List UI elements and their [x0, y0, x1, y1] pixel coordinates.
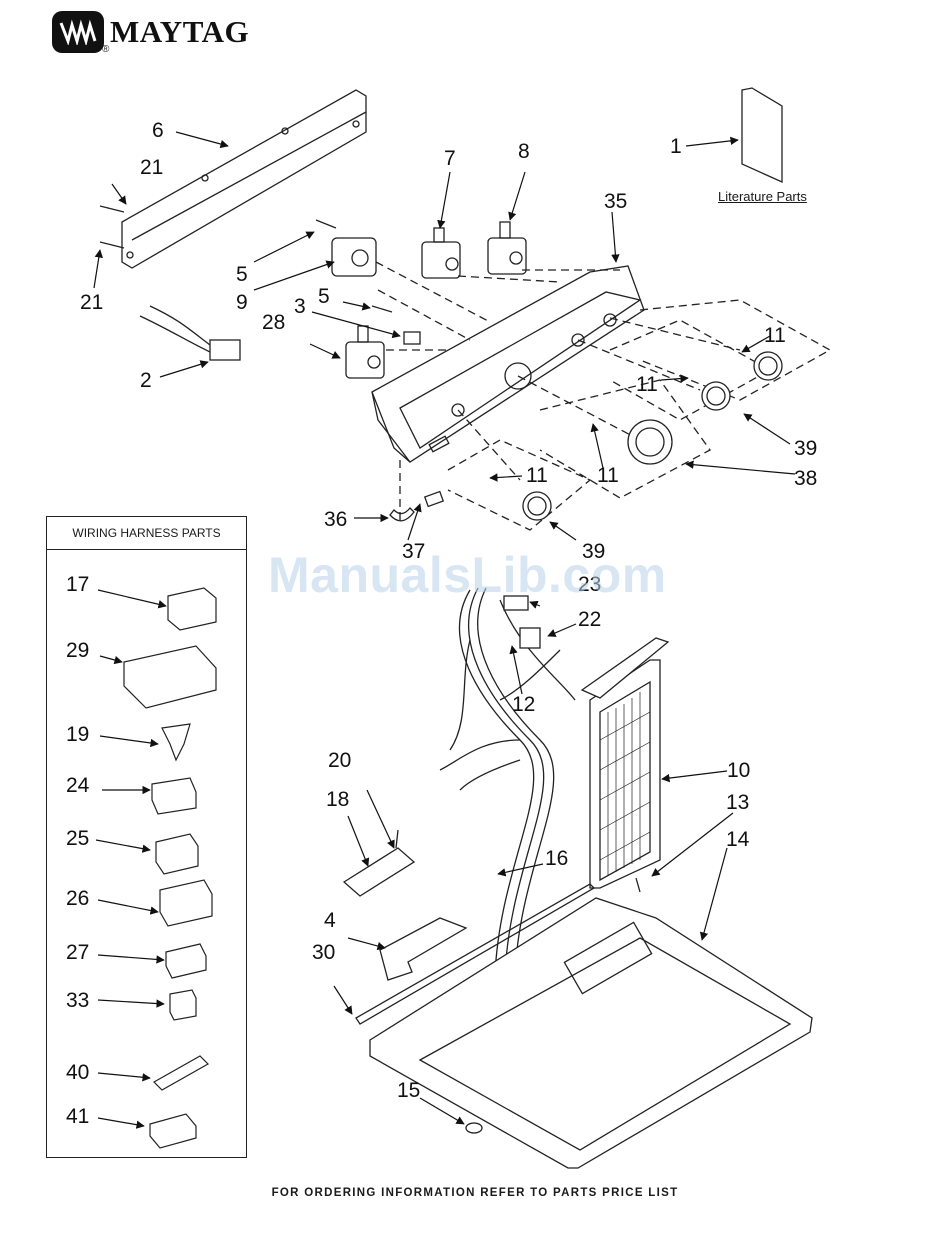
callout-41: 41 [66, 1106, 89, 1127]
callout-26: 26 [66, 888, 89, 909]
brand-logo: MAYTAG ® [52, 10, 249, 54]
knob-39-part [754, 352, 782, 380]
knob-39b-part [702, 382, 730, 410]
callout-28: 28 [262, 312, 285, 333]
harness-2-part [140, 306, 210, 352]
callout-33: 33 [66, 990, 89, 1011]
callout-22: 22 [578, 609, 601, 630]
callout-5b: 5 [318, 286, 330, 307]
timer-9-part [332, 238, 376, 276]
callout-9: 9 [236, 292, 248, 313]
watermark: ManualsLib.com [268, 546, 667, 604]
callout-15: 15 [397, 1080, 420, 1101]
bracket-18-part [344, 848, 414, 896]
knob-38-part [628, 420, 672, 464]
callout-6: 6 [152, 120, 164, 141]
callout-11c: 11 [597, 465, 619, 486]
switch-7-part [422, 242, 460, 278]
callout-21a: 21 [140, 157, 163, 178]
callout-2: 2 [140, 370, 152, 391]
callout-12: 12 [512, 694, 535, 715]
callout-5a: 5 [236, 264, 248, 285]
callout-4: 4 [324, 910, 336, 931]
callout-16: 16 [545, 848, 568, 869]
callout-11d: 11 [526, 465, 548, 486]
callout-13: 13 [726, 792, 749, 813]
registered-mark: ® [102, 44, 109, 55]
callout-39a: 39 [794, 438, 817, 459]
callout-35: 35 [604, 191, 627, 212]
callout-14: 14 [726, 829, 749, 850]
callout-20: 20 [328, 750, 351, 771]
callout-27: 27 [66, 942, 89, 963]
callout-29: 29 [66, 640, 89, 661]
callout-36: 36 [324, 509, 347, 530]
callout-8: 8 [518, 141, 530, 162]
switch-8-part [488, 238, 526, 274]
footer-note: FOR ORDERING INFORMATION REFER TO PARTS … [0, 1187, 950, 1199]
plate-4-part [380, 918, 466, 980]
callout-3: 3 [294, 296, 306, 317]
wire-harness-16-part [440, 588, 575, 975]
maytag-emblem-icon [52, 11, 104, 53]
callout-38: 38 [794, 468, 817, 489]
callout-11b: 11 [636, 374, 658, 395]
callout-18: 18 [326, 789, 349, 810]
callout-25: 25 [66, 828, 89, 849]
callout-40: 40 [66, 1062, 89, 1083]
brand-name: MAYTAG [110, 14, 249, 50]
switch-28-part [346, 342, 384, 378]
callout-19: 19 [66, 724, 89, 745]
wiring-harness-title: WIRING HARNESS PARTS [47, 517, 246, 550]
callout-21b: 21 [80, 292, 103, 313]
literature-book-part [742, 88, 782, 182]
callout-17: 17 [66, 574, 89, 595]
callout-11a: 11 [764, 325, 786, 346]
clip-3-part [404, 332, 420, 344]
callout-24: 24 [66, 775, 89, 796]
callout-1: 1 [670, 136, 682, 157]
clip-36-part [390, 508, 414, 521]
knob-39c-part [523, 492, 551, 520]
literature-parts-label: Literature Parts [718, 189, 807, 204]
callout-10: 10 [727, 760, 750, 781]
callout-7: 7 [444, 148, 456, 169]
callout-30: 30 [312, 942, 335, 963]
